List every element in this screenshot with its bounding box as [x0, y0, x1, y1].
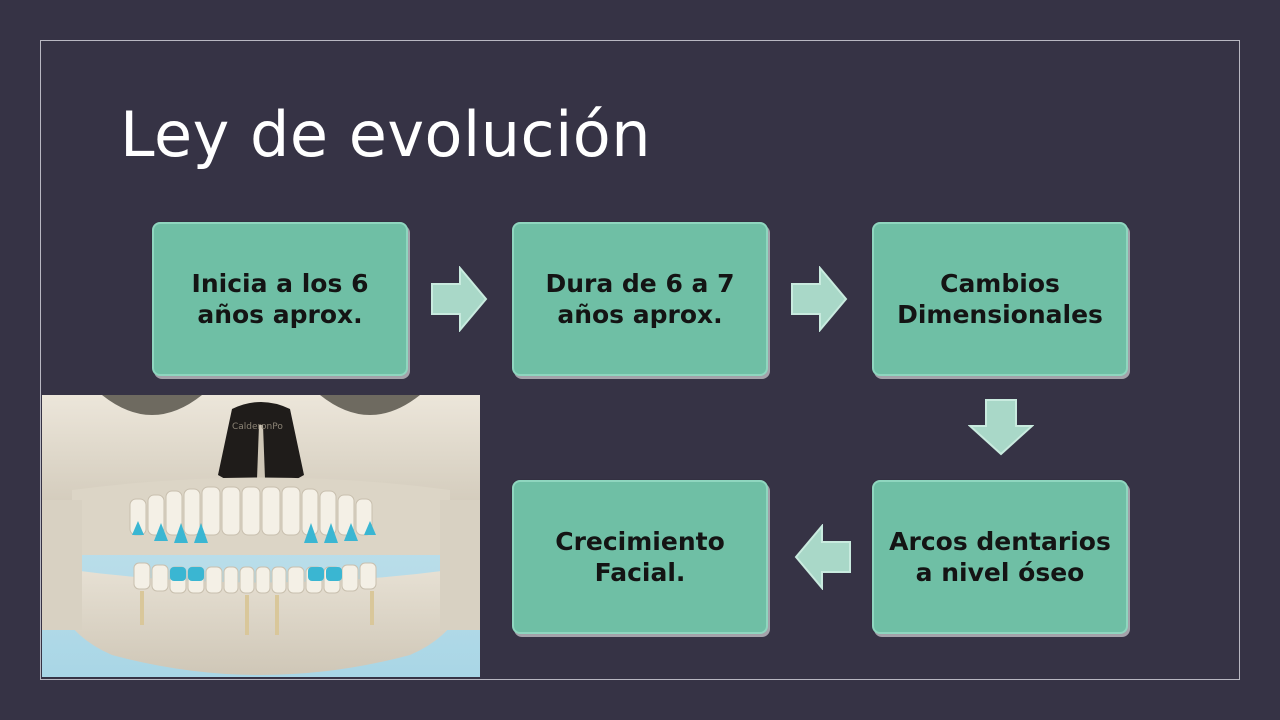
flow-step-2-label: Dura de 6 a 7 años aprox.: [545, 269, 735, 329]
flow-step-5: Crecimiento Facial.: [512, 480, 768, 634]
arrow-right-icon: [431, 266, 488, 332]
slide-frame: [40, 40, 1240, 680]
flow-step-3-label: Cambios Dimensionales: [897, 269, 1103, 329]
slide-title: Ley de evolución: [120, 98, 652, 171]
watermark-text: CalderonPo: [232, 422, 283, 432]
flow-step-3: Cambios Dimensionales: [872, 222, 1128, 376]
dentition-illustration: CalderonPo: [42, 395, 480, 677]
flow-step-2: Dura de 6 a 7 años aprox.: [512, 222, 768, 376]
arrow-right-icon: [791, 266, 848, 332]
flow-step-1-label: Inicia a los 6 años aprox.: [191, 269, 369, 329]
flow-step-1: Inicia a los 6 años aprox.: [152, 222, 408, 376]
flow-step-4-label: Arcos dentarios a nivel óseo: [889, 527, 1111, 587]
arrow-down-icon: [968, 399, 1034, 456]
arrow-left-icon: [794, 524, 851, 590]
flow-step-5-label: Crecimiento Facial.: [555, 527, 725, 587]
flow-step-4: Arcos dentarios a nivel óseo: [872, 480, 1128, 634]
